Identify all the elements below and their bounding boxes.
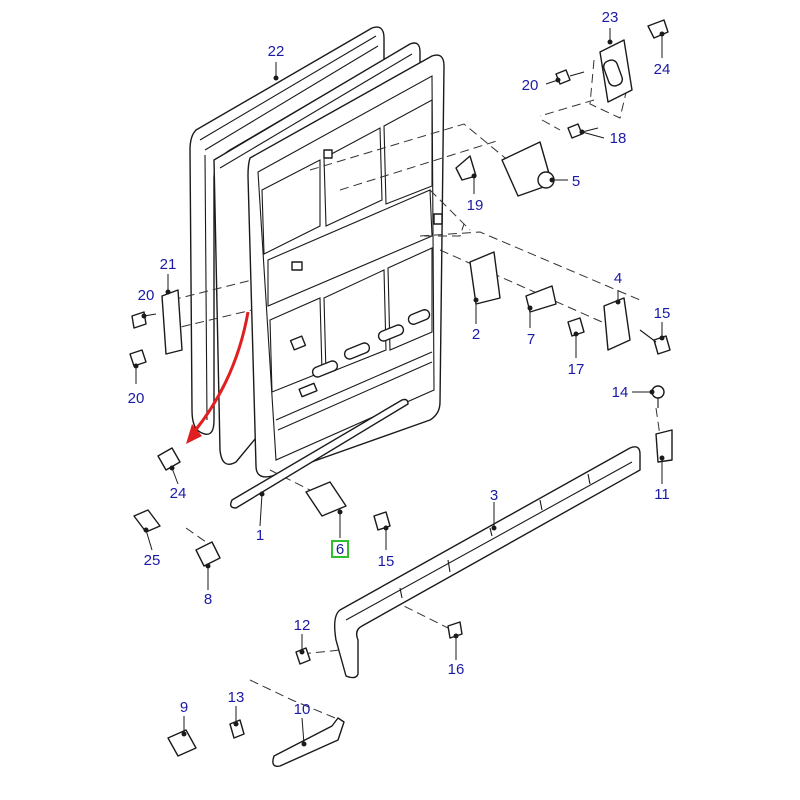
callout-12: 12 — [294, 617, 311, 634]
striker-part-21 — [161, 289, 183, 355]
bolt-part-20-lower-left — [129, 349, 147, 367]
pin-part-14 — [651, 385, 665, 408]
callout-17: 17 — [568, 361, 585, 378]
callout-15-right: 15 — [654, 305, 671, 322]
callout-16: 16 — [448, 661, 465, 678]
callout-24-left: 24 — [170, 485, 187, 502]
callout-8: 8 — [204, 591, 212, 608]
bumper-part-25 — [133, 509, 161, 533]
callout-5: 5 — [572, 173, 580, 190]
roller-bracket-part-6 — [305, 481, 347, 517]
bracket-part-11 — [655, 429, 673, 463]
stop-part-8 — [195, 541, 221, 567]
callout-13: 13 — [228, 689, 245, 706]
hinge-part-23 — [599, 39, 633, 103]
callout-4: 4 — [614, 270, 622, 287]
callout-22: 22 — [268, 43, 285, 60]
bolt-part-20-top — [555, 69, 585, 85]
hinge-part-5 — [501, 141, 555, 197]
bracket-part-2 — [469, 251, 501, 305]
red-direction-arrow — [186, 311, 250, 444]
door-weatherstrip-seal — [189, 26, 385, 435]
callout-15-lower: 15 — [378, 553, 395, 570]
latch-part-4 — [603, 297, 631, 351]
assembly-lines — [167, 59, 661, 721]
callout-labels: 22 23 24 20 18 5 19 21 20 20 4 15 2 7 17… — [128, 9, 671, 718]
nut-part-16 — [447, 621, 463, 639]
bolt-part-15-right — [639, 329, 671, 355]
bolt-part-17 — [567, 317, 585, 337]
callout-14: 14 — [612, 384, 629, 401]
callout-23: 23 — [602, 9, 619, 26]
sill-rail-part-3 — [333, 446, 641, 679]
bolt-part-13 — [229, 719, 245, 739]
door-inner-panel — [247, 54, 445, 478]
callout-9: 9 — [180, 699, 188, 716]
leader-lines — [133, 28, 665, 747]
callout-11: 11 — [654, 486, 670, 503]
callout-20-top: 20 — [522, 77, 539, 94]
callout-7: 7 — [527, 331, 535, 348]
callout-6: 6 — [336, 541, 344, 558]
guide-rod-part-1 — [229, 398, 409, 509]
callout-1: 1 — [256, 527, 264, 544]
callout-21: 21 — [160, 256, 177, 273]
bumper-part-24-left — [157, 447, 181, 471]
callout-3: 3 — [490, 487, 498, 504]
callout-19: 19 — [467, 197, 484, 214]
callout-20-upper-left: 20 — [138, 287, 155, 304]
bumper-part-9 — [167, 729, 197, 757]
cap-part-24-top — [647, 19, 669, 39]
callout-10: 10 — [294, 701, 311, 718]
callout-25: 25 — [144, 552, 161, 569]
bracket-part-10 — [272, 717, 345, 767]
callout-18: 18 — [610, 130, 627, 147]
callout-2: 2 — [472, 326, 480, 343]
callout-20-lower-left: 20 — [128, 390, 145, 407]
callout-24-top: 24 — [654, 61, 671, 78]
highlight-box-6 — [331, 540, 349, 558]
